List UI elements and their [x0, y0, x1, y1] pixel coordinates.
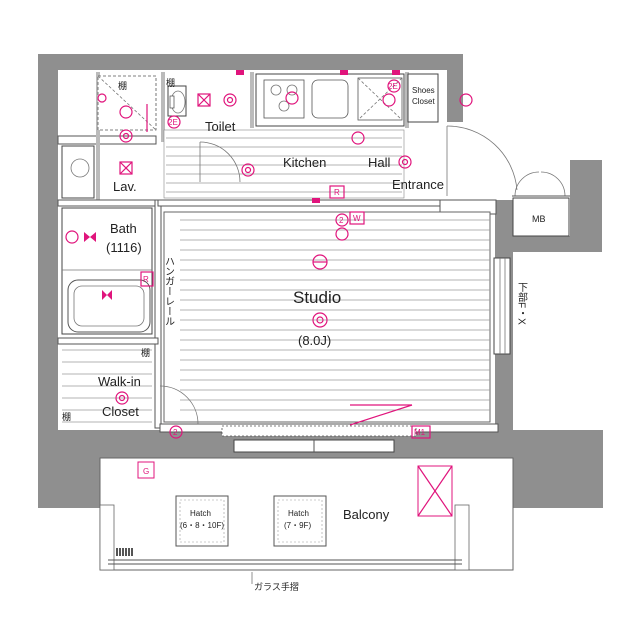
kitchen-counter: [255, 73, 405, 127]
hatch-2-label-2: (7・9F): [284, 521, 311, 530]
balcony-label: Balcony: [343, 507, 390, 522]
fridge-outlet-label: [329, 185, 345, 199]
hall-label: Hall: [368, 155, 391, 170]
balcony: [99, 457, 514, 571]
drain-slot: [119, 548, 121, 556]
lower-floor-label: 下部F・X: [516, 282, 528, 325]
doors: [159, 125, 570, 425]
gas-text: G: [143, 467, 149, 476]
drain-slot: [128, 548, 130, 556]
switch-2e-b-text: 2E: [388, 82, 398, 91]
studio-size: (8.0J): [298, 333, 331, 348]
studio-floor: [163, 211, 491, 423]
m1-label: [411, 425, 431, 439]
symbol-labels: W R R M1 G 2 2 2E 2E: [140, 79, 431, 476]
toilet-fixture: [167, 85, 187, 117]
drain-slot: [131, 548, 133, 556]
toilet-label: Toilet: [205, 119, 236, 134]
hanger-rail-label: ハンガーレール: [163, 256, 175, 326]
shoes-closet: [407, 73, 439, 123]
drain-slot: [116, 548, 118, 556]
m1-text: M1: [414, 428, 426, 437]
drain-slot: [122, 548, 124, 556]
shelf-label-closet-corner: 棚: [62, 411, 71, 422]
glass-railing-label: ガラス手摺: [254, 581, 299, 592]
shelf-label-closet: 棚: [141, 347, 150, 358]
electrical-symbols: [65, 70, 473, 426]
studio-label: Studio: [293, 288, 341, 307]
entrance-label: Entrance: [392, 177, 444, 192]
switch-2e-text: 2E: [168, 118, 178, 127]
washer-area: [97, 75, 157, 131]
drain-slot: [125, 548, 127, 556]
hatch-1: [175, 495, 229, 547]
ac-outlet-label: [140, 271, 154, 287]
ac-outlet-text: R: [143, 275, 149, 284]
hatch-2: [273, 495, 327, 547]
washer-outlet-label: [349, 211, 365, 225]
fridge-outlet-text: R: [334, 188, 340, 197]
mb-label: MB: [532, 214, 546, 224]
shelf-label-toilet: 棚: [166, 77, 175, 88]
bath-size: (1116): [106, 240, 142, 255]
hatch-1-label-2: (6・8・10F): [180, 521, 224, 530]
hatch-2-label-1: Hatch: [288, 509, 309, 518]
washer-outlet-text: W: [353, 214, 361, 223]
lav-label: Lav.: [113, 179, 137, 194]
bathtub: [61, 207, 153, 335]
shelf-label-washer: 棚: [118, 80, 127, 91]
walkin-closet-label-1: Walk-in: [98, 374, 141, 389]
mb-box: [512, 197, 570, 237]
switch-2b-text: 2: [173, 428, 178, 437]
shoes-closet-label-1: Shoes: [412, 86, 435, 95]
studio-window: [493, 257, 511, 355]
kitchen-label: Kitchen: [283, 155, 326, 170]
bath-label: Bath: [110, 221, 137, 236]
gas-meter: [137, 461, 155, 479]
lav-sink: [61, 145, 95, 199]
hatch-1-label-1: Hatch: [190, 509, 211, 518]
shoes-closet-label-2: Closet: [412, 97, 435, 106]
walkin-closet-label-2: Closet: [102, 404, 139, 419]
balcony-sliding-door: [221, 425, 417, 453]
switch-2-text: 2: [339, 216, 344, 225]
kitchen-floor: [163, 129, 405, 199]
closet-floor: [62, 349, 152, 423]
